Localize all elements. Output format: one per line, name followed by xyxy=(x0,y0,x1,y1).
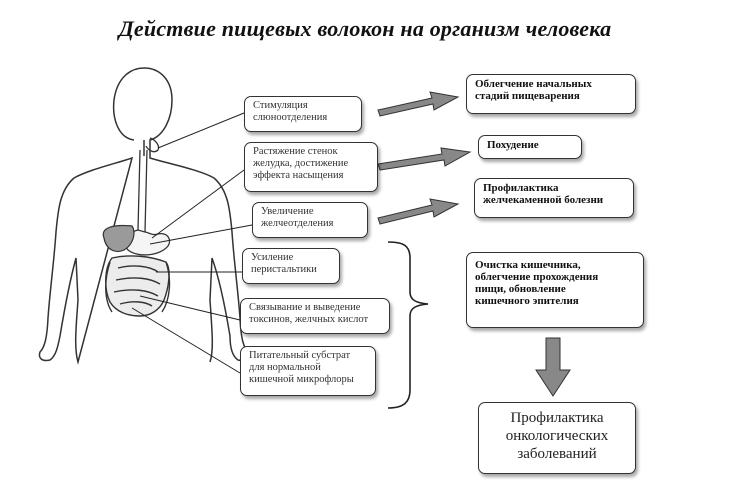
mouth-throat xyxy=(137,137,160,233)
effect-box-toxins: Связывание и выведение токсинов, желчных… xyxy=(240,298,390,334)
effect-box-bile: Увеличение желчеотделения xyxy=(252,202,368,238)
effect-label: кишечной микрофлоры xyxy=(249,374,354,385)
human-body-outline xyxy=(38,67,250,365)
intestines xyxy=(105,255,171,317)
effect-label: эффекта насыщения xyxy=(253,170,344,181)
effect-label: Увеличение xyxy=(261,206,314,217)
outcome-box-weight-loss: Похудение xyxy=(478,135,582,159)
block-arrow-right-icon xyxy=(377,91,472,225)
final-outcome-label: заболеваний xyxy=(517,446,597,462)
outcome-label: Профилактика xyxy=(483,182,559,194)
effect-box-peristalsis: Усиление перистальтики xyxy=(242,248,340,284)
final-outcome-box: Профилактика онкологических заболеваний xyxy=(478,402,636,474)
diagram-title: Действие пищевых волокон на организм чел… xyxy=(118,16,612,41)
effect-box-satiety: Растяжение стенок желудка, достижение эф… xyxy=(244,142,378,192)
effect-label: Стимуляция xyxy=(253,100,308,111)
outcome-box-intestine-cleansing: Очистка кишечника, облегчение прохождени… xyxy=(466,252,644,328)
effect-label: желудка, достижение xyxy=(253,158,349,169)
outcome-label: облегчение прохождения xyxy=(475,271,599,283)
curly-brace-icon xyxy=(387,241,429,409)
outcome-label: кишечного эпителия xyxy=(475,295,579,307)
outcome-box-gallstone: Профилактика желчекаменной болезни xyxy=(474,178,634,218)
outcome-label: Облегчение начальных xyxy=(475,78,592,90)
effect-label: токсинов, желчных кислот xyxy=(249,314,369,325)
effect-label: желчеотделения xyxy=(261,218,334,229)
effect-label: для нормальной xyxy=(249,362,321,373)
outcome-label: желчекаменной болезни xyxy=(483,194,604,206)
effect-box-salivation: Стимуляция слюноотделения xyxy=(244,96,362,132)
effect-label: слюноотделения xyxy=(253,112,328,123)
final-outcome-label: онкологических xyxy=(505,428,609,444)
connector-lines xyxy=(131,112,253,374)
final-outcome-label: Профилактика xyxy=(510,410,604,426)
liver-shape xyxy=(102,224,135,253)
effect-box-microflora: Питательный субстрат для нормальной кише… xyxy=(240,346,376,396)
outcome-label: стадий пищеварения xyxy=(475,90,580,102)
effect-label: Растяжение стенок xyxy=(253,146,338,157)
outcome-label: пищи, обновление xyxy=(475,283,566,295)
effect-label: Питательный субстрат xyxy=(249,350,351,361)
outcome-label: Очистка кишечника, xyxy=(475,259,581,271)
outcome-box-digestion: Облегчение начальных стадий пищеварения xyxy=(466,74,636,114)
effect-label: перистальтики xyxy=(251,264,317,275)
effect-label: Связывание и выведение xyxy=(249,302,361,313)
effect-label: Усиление xyxy=(251,252,294,263)
outcome-label: Похудение xyxy=(487,139,539,151)
block-arrow-down-icon xyxy=(535,337,571,397)
